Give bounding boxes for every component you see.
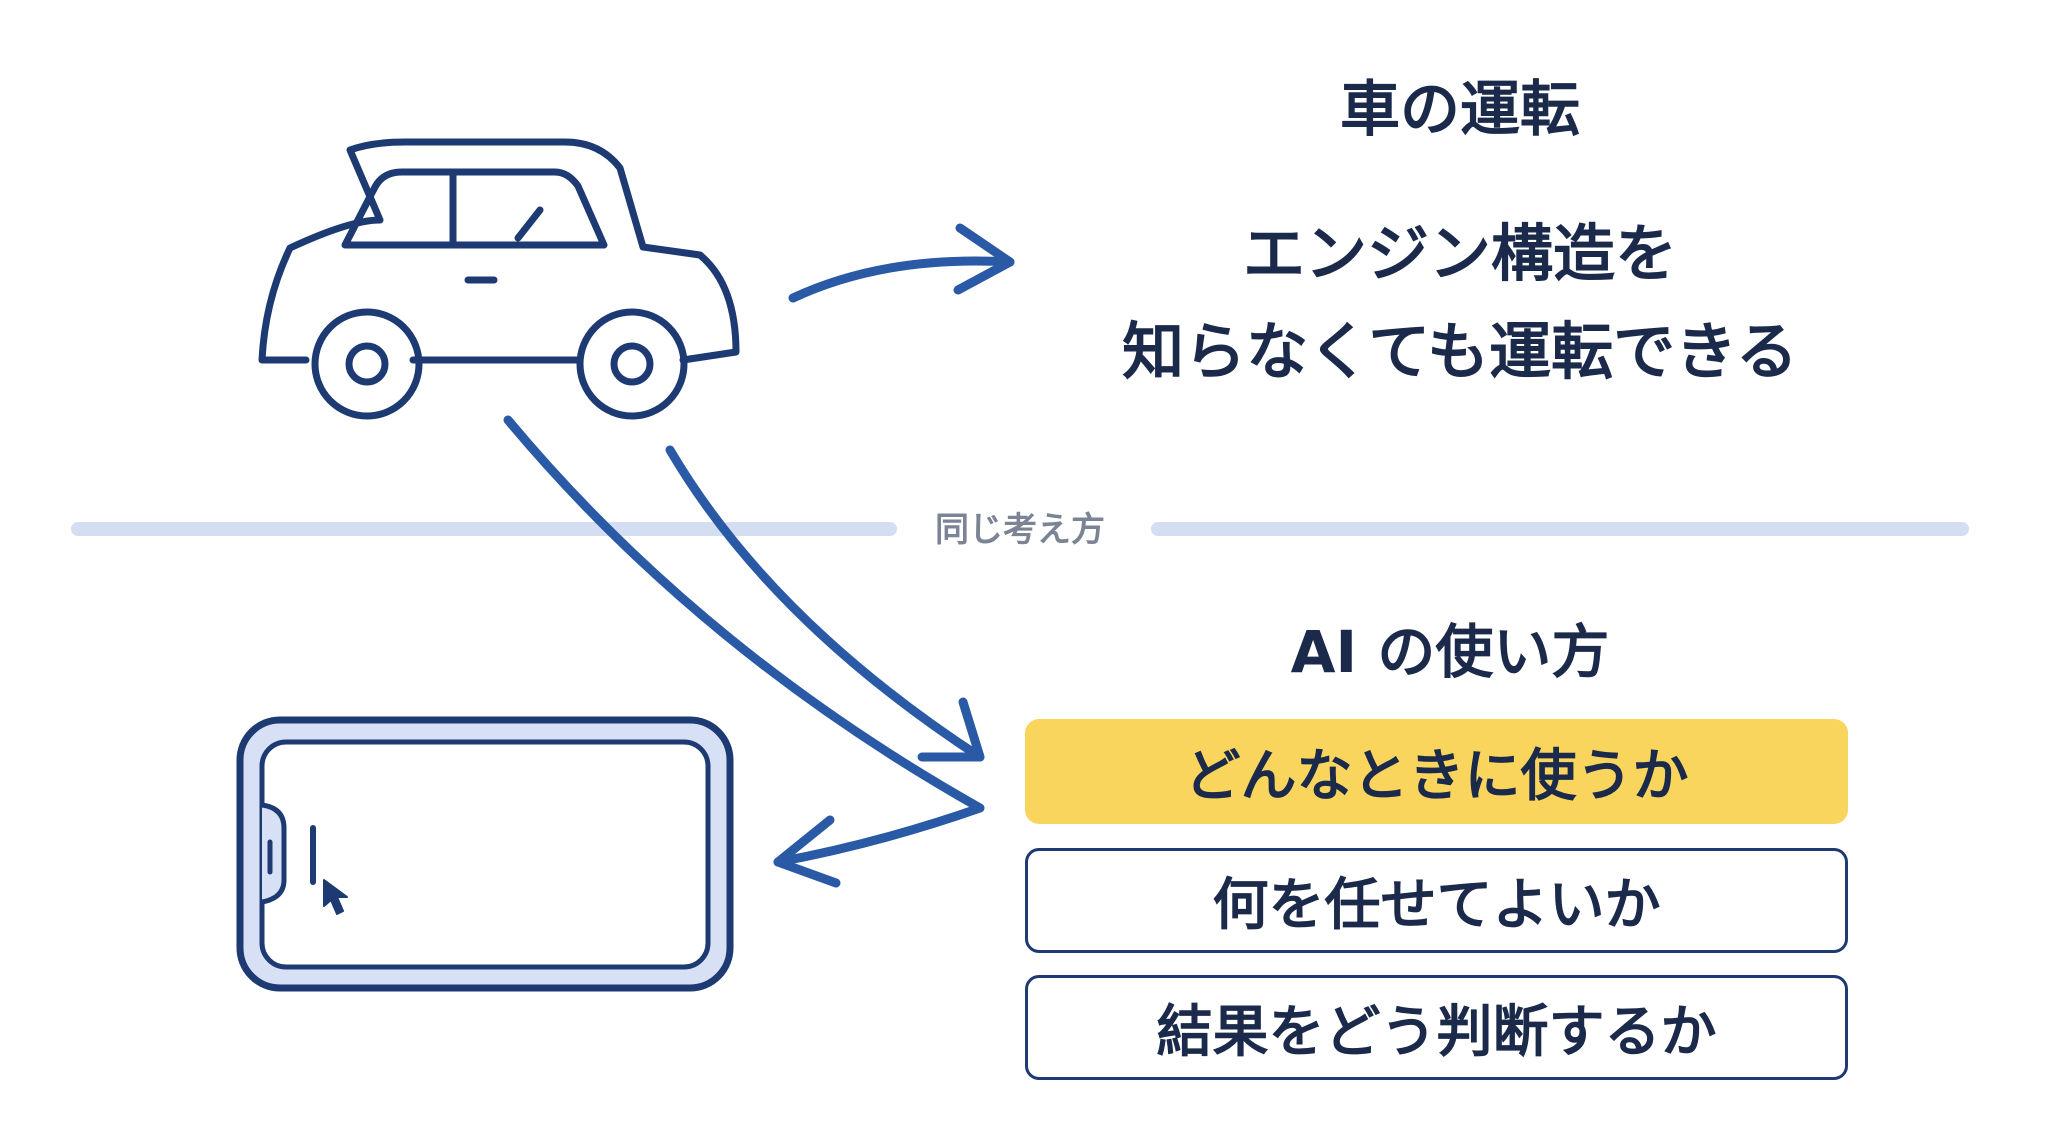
smartphone-icon: [236, 716, 734, 992]
ai-item: 何を任せてよいか: [1025, 848, 1848, 953]
divider-label: 同じ考え方: [935, 510, 1105, 550]
car-section-description: エンジン構造を 知らなくても運転できる: [1040, 205, 1880, 401]
arrow-car-to-phone: [503, 415, 985, 888]
ai-section-title: AI の使い方: [1290, 618, 1610, 686]
car-section-title: 車の運転: [1340, 75, 1580, 145]
ai-item-highlighted: どんなときに使うか: [1025, 719, 1848, 824]
car-icon: [258, 138, 740, 420]
car-description-line-2: 知らなくても運転できる: [1122, 315, 1798, 388]
arrow-car-to-text: [788, 223, 1015, 303]
arrow-car-to-ai-item: [665, 445, 985, 762]
ai-item: 結果をどう判断するか: [1025, 975, 1848, 1080]
car-description-line-1: エンジン構造を: [1242, 217, 1677, 290]
cursor-icon: [323, 879, 348, 915]
